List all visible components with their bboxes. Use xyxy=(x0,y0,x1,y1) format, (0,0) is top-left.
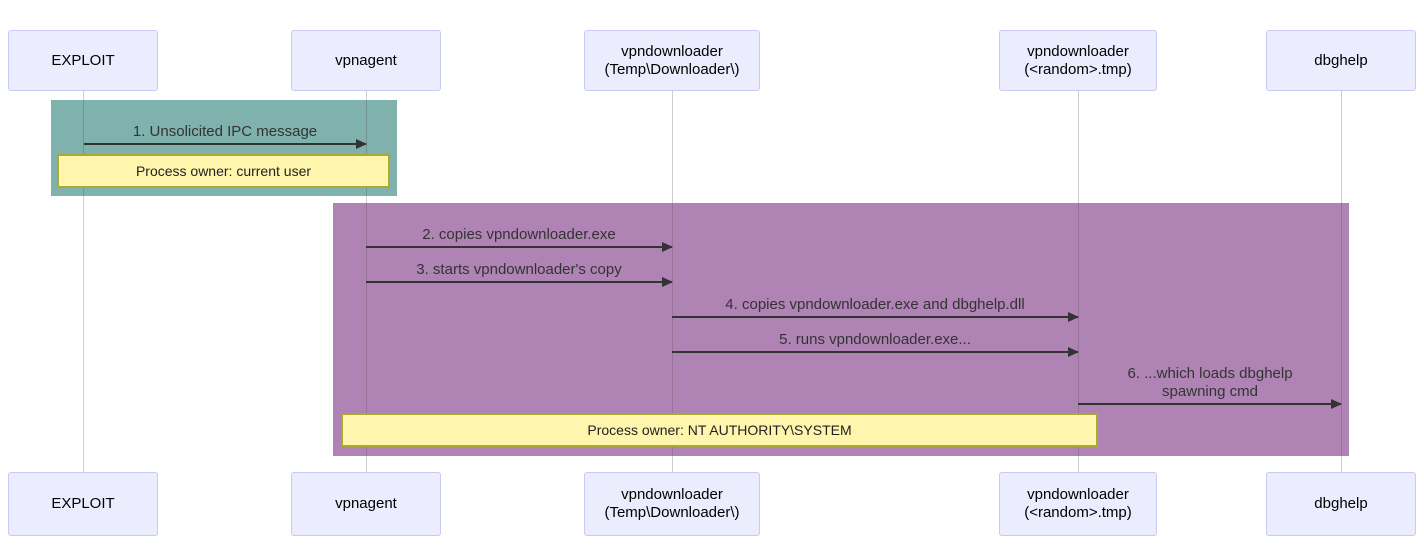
actor-top-dbghelp: dbghelp xyxy=(1266,30,1416,91)
message-4-label: 4. copies vpndownloader.exe and dbghelp.… xyxy=(725,296,1025,313)
actor-bottom-vpndownloader-temp: vpndownloader (Temp\Downloader\) xyxy=(584,472,760,536)
arrowhead-icon xyxy=(662,242,673,252)
arrowhead-icon xyxy=(662,277,673,287)
note-process-owner-current-user: Process owner: current user xyxy=(57,154,390,188)
actor-top-vpndownloader-temp: vpndownloader (Temp\Downloader\) xyxy=(584,30,760,91)
message-5-arrow xyxy=(672,347,1079,357)
actor-top-exploit: EXPLOIT xyxy=(8,30,158,91)
message-3-arrow xyxy=(366,277,673,287)
lifeline-exploit xyxy=(83,91,84,472)
arrowhead-icon xyxy=(1331,399,1342,409)
message-6-arrow xyxy=(1078,399,1342,409)
actor-top-vpnagent: vpnagent xyxy=(291,30,441,91)
note-label: Process owner: current user xyxy=(135,163,312,179)
actor-bottom-exploit: EXPLOIT xyxy=(8,472,158,536)
actor-bottom-vpndownloader-tmp: vpndownloader (<random>.tmp) xyxy=(999,472,1157,536)
actor-top-vpndownloader-tmp: vpndownloader (<random>.tmp) xyxy=(999,30,1157,91)
message-4-arrow xyxy=(672,312,1079,322)
message-1-label: 1. Unsolicited IPC message xyxy=(132,123,318,140)
lifeline-dbghelp xyxy=(1341,91,1342,472)
actor-bottom-dbghelp: dbghelp xyxy=(1266,472,1416,536)
note-process-owner-system: Process owner: NT AUTHORITY\SYSTEM xyxy=(341,413,1098,447)
actor-bottom-vpnagent: vpnagent xyxy=(291,472,441,536)
message-1-arrow xyxy=(84,139,367,149)
message-2-arrow xyxy=(366,242,673,252)
message-6-label: 6. ...which loads dbghelp spawning cmd xyxy=(1127,365,1293,400)
message-3-label: 3. starts vpndownloader's copy xyxy=(416,261,622,278)
arrowhead-icon xyxy=(1068,347,1079,357)
message-5-label: 5. runs vpndownloader.exe... xyxy=(779,331,971,348)
message-2-label: 2. copies vpndownloader.exe xyxy=(422,226,616,243)
arrowhead-icon xyxy=(1068,312,1079,322)
arrowhead-icon xyxy=(356,139,367,149)
note-label: Process owner: NT AUTHORITY\SYSTEM xyxy=(587,422,852,438)
lifeline-vpndownloader-tmp xyxy=(1078,91,1079,472)
